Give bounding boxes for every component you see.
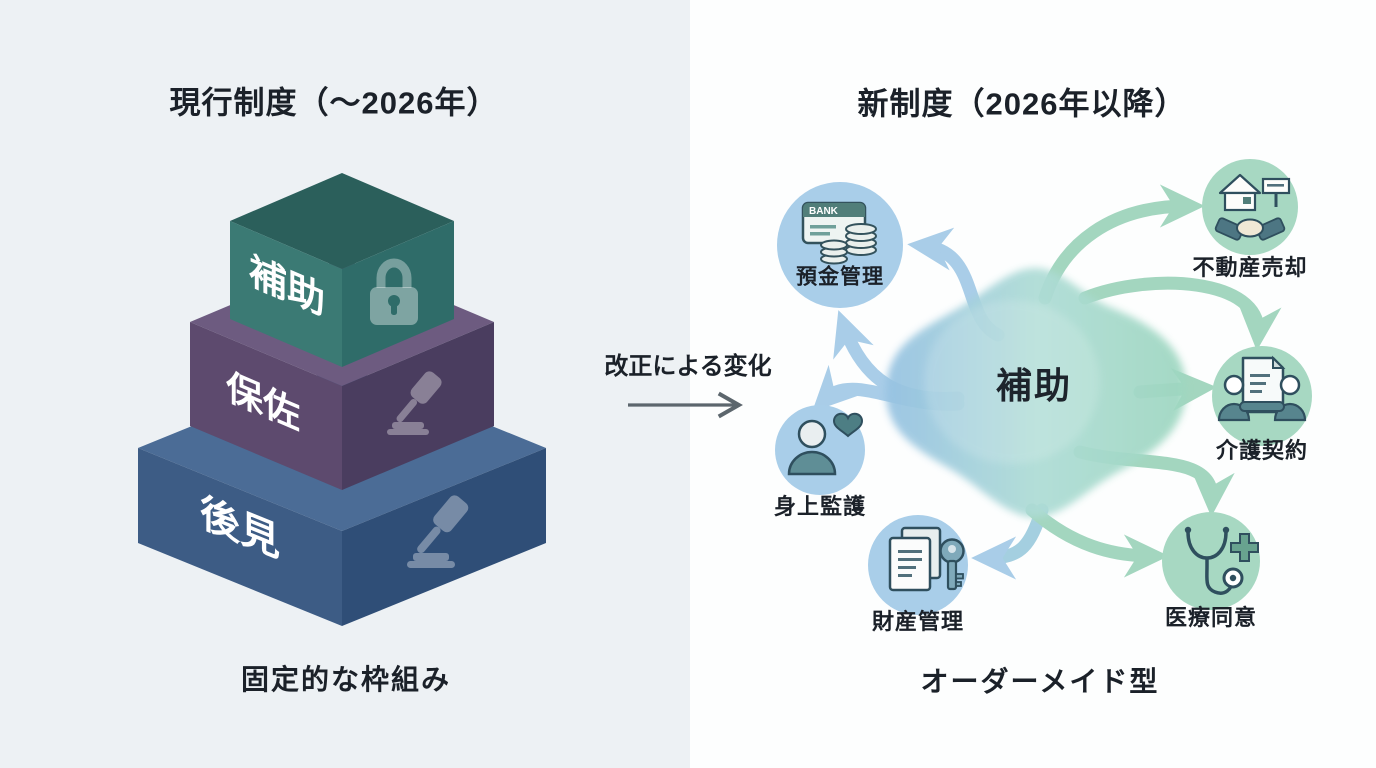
left-panel-caption: 固定的な枠組み [240, 664, 452, 695]
box-right-face [342, 221, 454, 367]
node-label-personal-care: 身上監護 [773, 494, 867, 519]
tier-hojo-box: 補助 [230, 173, 454, 367]
node-label-asset-mgmt: 財産管理 [871, 609, 965, 634]
box-right-face [342, 322, 494, 490]
box-left-face [190, 322, 342, 490]
gavel-icon [387, 371, 442, 435]
gavel-icon [407, 495, 469, 568]
bank-card-text: BANK [809, 206, 839, 217]
contract-people-icon [1217, 355, 1307, 422]
center-blob-label: 補助 [995, 365, 1073, 406]
blob-highlight [924, 300, 1100, 464]
arrow-to-medical-left [1025, 503, 1169, 578]
node-label-real-estate: 不動産売却 [1192, 255, 1308, 280]
documents-key-icon [888, 526, 965, 592]
bank-card-coins-icon: BANK [801, 201, 877, 265]
lock-icon [370, 258, 418, 325]
left-panel-title: 現行制度（〜2026年） [169, 85, 499, 121]
node-label-medical: 医療同意 [1164, 605, 1258, 630]
node-label-care-contract: 介護契約 [1215, 438, 1309, 463]
person-heart-icon [787, 412, 864, 476]
box-left-face [138, 448, 342, 626]
pyramid-diagram: 後見 保佐 [138, 173, 546, 626]
center-blob [885, 268, 1187, 518]
box-left-face [230, 221, 342, 367]
box-right-face [342, 448, 546, 626]
flexible-system-diagram: BANK [775, 159, 1312, 615]
stethoscope-cross-icon [1184, 526, 1259, 595]
node-label-deposit: 預金管理 [796, 265, 884, 289]
right-panel-title: 新制度（2026年以降） [857, 86, 1187, 122]
arrow-to-care-contract-top [1078, 276, 1282, 351]
right-panel-caption: オーダーメイド型 [920, 666, 1160, 697]
house-handshake-icon [1214, 173, 1291, 241]
transition-label: 改正による変化 [604, 353, 772, 380]
